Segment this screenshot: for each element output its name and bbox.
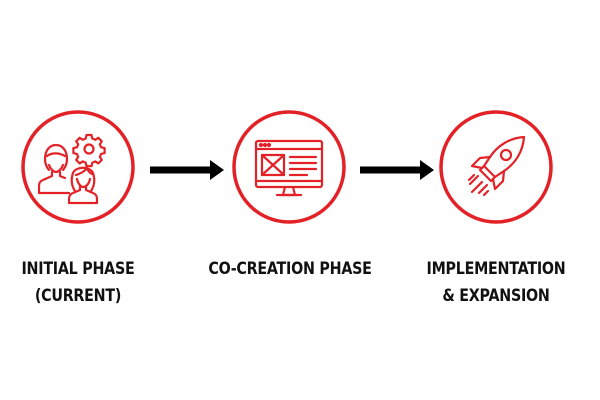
rocket-icon bbox=[439, 110, 553, 224]
monitor-layout-icon bbox=[232, 110, 346, 224]
cocreation-phase-label: CO-CREATION PHASE bbox=[206, 256, 374, 283]
cocreation-phase-circle bbox=[231, 109, 347, 225]
people-gear-icon bbox=[21, 110, 135, 224]
label-line: & EXPANSION bbox=[442, 286, 550, 306]
label-line: INITIAL PHASE bbox=[21, 259, 135, 279]
implementation-phase-label: IMPLEMENTATION & EXPANSION bbox=[415, 256, 576, 310]
label-line: (CURRENT) bbox=[34, 286, 122, 306]
arrow-right-icon bbox=[150, 160, 224, 180]
label-line: CO-CREATION PHASE bbox=[208, 259, 372, 279]
initial-phase-label: INITIAL PHASE (CURRENT) bbox=[12, 256, 143, 310]
label-line: IMPLEMENTATION bbox=[426, 259, 566, 279]
arrow-right-icon bbox=[360, 160, 434, 180]
initial-phase-circle bbox=[20, 109, 136, 225]
implementation-phase-circle bbox=[438, 109, 554, 225]
